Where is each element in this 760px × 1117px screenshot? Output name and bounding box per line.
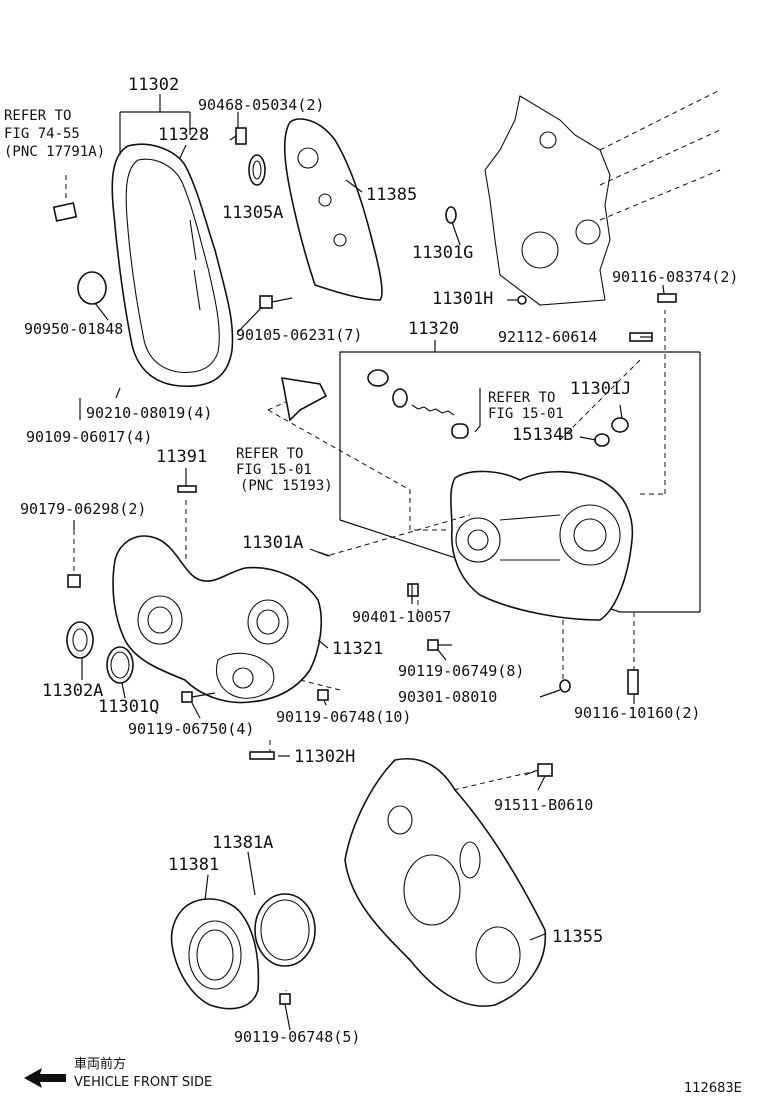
stud-11302h <box>249 751 275 760</box>
seal-11305a <box>248 154 266 186</box>
label-90116-lower: 90116-10160(2) <box>574 704 700 722</box>
oring-15134b <box>594 433 610 447</box>
label-90105: 90105-06231(7) <box>236 326 362 344</box>
bolt-90119-06749 <box>427 639 439 651</box>
label-11301h: 11301H <box>432 289 493 309</box>
cover-plate-11385 <box>283 118 383 301</box>
svg-text:REFER TO: REFER TO <box>4 108 71 124</box>
oring-11301j <box>611 417 629 433</box>
bracket-11320 <box>339 351 700 520</box>
relief-valve-parts <box>367 369 481 439</box>
stud-90116-lower <box>627 669 639 695</box>
label-11301j: 11301J <box>570 379 631 399</box>
ring-11301g <box>445 206 457 224</box>
pin-11391 <box>177 485 197 493</box>
label-90119-06748-upper: 90119-06748(10) <box>276 708 411 726</box>
label-11301g: 11301G <box>412 243 473 263</box>
label-91511: 91511-B0610 <box>494 796 593 814</box>
label-15134b: 15134B <box>512 425 573 445</box>
label-90468: 90468-05034(2) <box>198 96 324 114</box>
washer-90301 <box>559 679 571 693</box>
label-11301a: 11301A <box>242 533 303 553</box>
bolt-90105 <box>259 295 293 309</box>
gasket-15193 <box>281 377 328 422</box>
oring-11301q <box>106 646 134 684</box>
svg-text:REFER TO: REFER TO <box>488 390 555 406</box>
bolt-91511 <box>524 763 553 777</box>
label-11302a: 11302A <box>42 681 103 701</box>
label-11391: 11391 <box>156 447 207 467</box>
stud-90116-upper <box>657 293 677 303</box>
plug-90950 <box>77 271 107 305</box>
bolt-90119-06748-upper <box>317 689 329 701</box>
label-90950: 90950-01848 <box>24 320 123 338</box>
label-11305a: 11305A <box>222 203 283 223</box>
label-11301q: 11301Q <box>98 697 159 717</box>
label-11302h: 11302H <box>294 747 355 767</box>
label-leaders <box>73 94 665 941</box>
label-11385: 11385 <box>366 185 417 205</box>
label-11381a: 11381A <box>212 833 273 853</box>
svg-text:FIG 15-01: FIG 15-01 <box>236 462 312 478</box>
seal-11302a <box>66 621 94 659</box>
label-11355: 11355 <box>552 927 603 947</box>
plug-90179 <box>67 574 81 588</box>
label-92112: 92112-60614 <box>498 328 597 346</box>
label-90109: 90109-06017(4) <box>26 428 152 446</box>
seal-11381a <box>254 893 316 967</box>
timing-cover-11302 <box>111 143 234 388</box>
footer-japanese: 車両前方 <box>74 1056 126 1072</box>
cover-11381 <box>170 898 260 1010</box>
footer-diagram-id: 112683E <box>684 1081 742 1096</box>
svg-text:FIG 74-55: FIG 74-55 <box>4 126 80 142</box>
label-90119-06748-lower: 90119-06748(5) <box>234 1028 360 1046</box>
svg-text:(PNC 17791A): (PNC 17791A) <box>4 144 105 160</box>
front-arrow-icon <box>24 1068 66 1088</box>
clamp-90468 <box>229 127 247 145</box>
chain-case-11321 <box>112 535 323 704</box>
bolt-90119-06750 <box>181 691 216 703</box>
svg-text:REFER TO: REFER TO <box>236 446 303 462</box>
label-11321: 11321 <box>332 639 383 659</box>
label-90179: 90179-06298(2) <box>20 500 146 518</box>
label-90119-06749: 90119-06749(8) <box>398 662 524 680</box>
assembly-leader-lines <box>73 310 666 1000</box>
footer-vehicle-front: VEHICLE FRONT SIDE <box>74 1075 212 1090</box>
plate-11355 <box>344 758 547 1007</box>
label-11381: 11381 <box>168 855 219 875</box>
label-11302: 11302 <box>128 75 179 95</box>
label-90210: 90210-08019(4) <box>86 404 212 422</box>
label-90401: 90401-10057 <box>352 608 451 626</box>
label-90301: 90301-08010 <box>398 688 497 706</box>
label-11320: 11320 <box>408 319 459 339</box>
label-90119-06750: 90119-06750(4) <box>128 720 254 738</box>
svg-text:FIG 15-01: FIG 15-01 <box>488 406 564 422</box>
label-sticker <box>52 202 78 222</box>
bolt-90401 <box>407 583 419 597</box>
label-90116-upper: 90116-08374(2) <box>612 268 738 286</box>
ring-11301h <box>517 295 527 305</box>
label-11328: 11328 <box>158 125 209 145</box>
svg-text:(PNC 15193): (PNC 15193) <box>240 478 333 494</box>
refer-note-fig-15-01-b: REFER TO FIG 15-01 (PNC 15193) <box>236 446 333 494</box>
oil-pump-11320 <box>450 470 634 621</box>
refer-note-fig-15-01-a: REFER TO FIG 15-01 <box>488 390 564 422</box>
refer-note-fig-74-55: REFER TO FIG 74-55 (PNC 17791A) <box>4 108 105 160</box>
engine-block-outline <box>484 89 721 306</box>
bolt-90119-06748-lower <box>279 993 291 1031</box>
